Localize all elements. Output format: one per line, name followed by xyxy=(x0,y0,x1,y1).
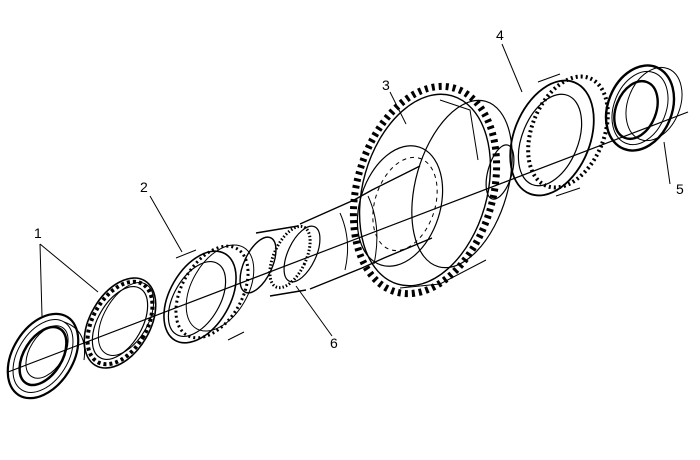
callout-3: 3 xyxy=(382,77,390,93)
tapered-roller-bearing-left xyxy=(163,244,255,344)
splined-shaft xyxy=(239,224,321,297)
seal-ring-right xyxy=(604,64,683,152)
leader-lines xyxy=(39,43,671,337)
roller-bearing-left xyxy=(83,277,157,369)
callout-1: 1 xyxy=(34,225,42,241)
seal-ring-left xyxy=(6,312,86,400)
callout-5: 5 xyxy=(676,181,684,197)
tapered-roller-bearing-right xyxy=(509,73,610,197)
main-shaft-helical-gear xyxy=(299,82,515,298)
callout-4: 4 xyxy=(496,27,504,43)
callout-2: 2 xyxy=(140,179,148,195)
callout-6: 6 xyxy=(330,335,338,351)
center-axis xyxy=(7,111,689,373)
